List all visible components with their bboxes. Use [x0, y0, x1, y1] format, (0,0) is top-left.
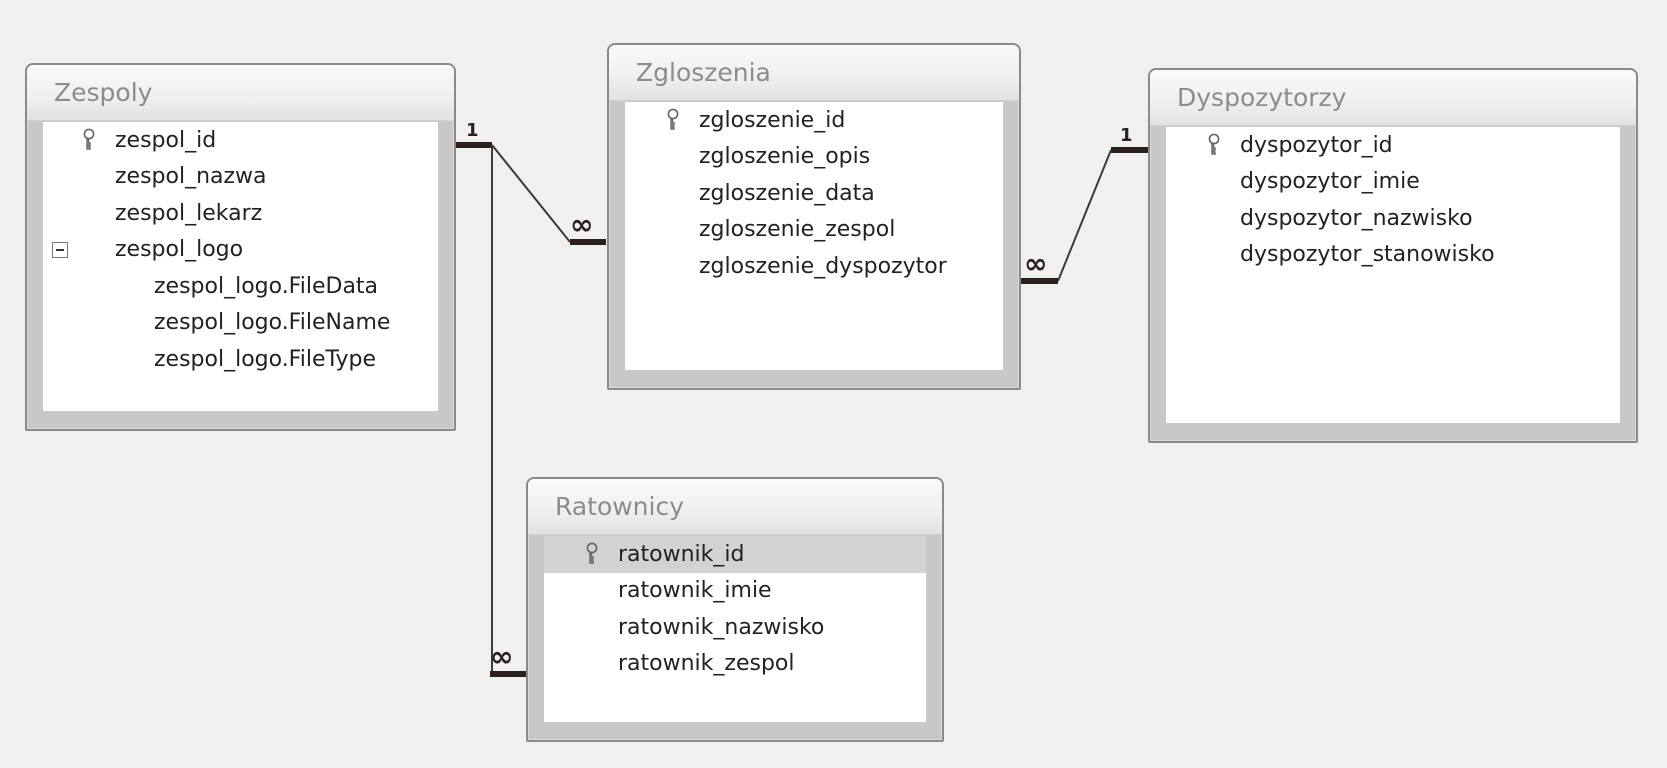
- field-row[interactable]: zespol_logo.FileName: [43, 305, 438, 342]
- field-row[interactable]: dyspozytor_nazwisko: [1166, 200, 1620, 237]
- field-row[interactable]: ratownik_imie: [544, 573, 926, 610]
- field-row[interactable]: ratownik_nazwisko: [544, 609, 926, 646]
- field-row[interactable]: dyspozytor_id: [1166, 127, 1620, 164]
- field-row[interactable]: zespol_id: [43, 122, 438, 159]
- table-zespoly[interactable]: Zespoly zespol_id zespol_nazwa zespol_le…: [25, 63, 456, 431]
- field-name: zgloszenie_zespol: [699, 217, 896, 243]
- field-name: zgloszenie_opis: [699, 144, 871, 170]
- field-name: ratownik_nazwisko: [618, 614, 825, 640]
- field-name: dyspozytor_nazwisko: [1240, 205, 1473, 231]
- relation-zespoly-zgloszenia[interactable]: 1 ∞: [455, 120, 606, 245]
- table-dyspozytorzy[interactable]: Dyspozytorzy dyspozytor_id dyspozytor_im…: [1148, 68, 1638, 443]
- field-name: zespol_logo: [115, 237, 244, 263]
- field-row[interactable]: dyspozytor_imie: [1166, 164, 1620, 201]
- table-title[interactable]: Zgloszenia: [609, 45, 1019, 101]
- relation-dyspozytorzy-zgloszenia[interactable]: 1 ∞: [1020, 125, 1148, 284]
- table-title[interactable]: Ratownicy: [528, 479, 942, 535]
- field-name: zespol_id: [115, 127, 217, 153]
- field-name: ratownik_zespol: [618, 651, 795, 677]
- field-name: zespol_logo.FileData: [154, 273, 379, 299]
- relation-zespoly-ratownicy[interactable]: ∞: [490, 145, 526, 677]
- relation-one-label: 1: [1120, 125, 1133, 146]
- field-name: zgloszenie_data: [699, 180, 875, 206]
- field-row[interactable]: zgloszenie_dyspozytor: [625, 248, 1003, 285]
- table-zgloszenia[interactable]: Zgloszenia zgloszenie_id zgloszenie_opis…: [607, 43, 1021, 390]
- field-name: dyspozytor_stanowisko: [1240, 242, 1495, 268]
- field-row[interactable]: zespol_logo.FileData: [43, 268, 438, 305]
- relation-many-label: ∞: [490, 640, 513, 673]
- field-name: zespol_logo.FileType: [154, 346, 377, 372]
- field-row[interactable]: ratownik_zespol: [544, 646, 926, 683]
- field-row[interactable]: zgloszenie_id: [625, 102, 1003, 139]
- field-name: zgloszenie_dyspozytor: [699, 253, 947, 279]
- field-name: dyspozytor_id: [1240, 132, 1393, 158]
- table-title[interactable]: Zespoly: [27, 65, 454, 121]
- field-row[interactable]: zgloszenie_opis: [625, 139, 1003, 176]
- field-row[interactable]: zgloszenie_zespol: [625, 212, 1003, 249]
- field-name: zespol_nazwa: [115, 164, 267, 190]
- field-list: ratownik_id ratownik_imie ratownik_nazwi…: [544, 536, 926, 722]
- table-title[interactable]: Dyspozytorzy: [1150, 70, 1636, 126]
- field-row[interactable]: zespol_nazwa: [43, 159, 438, 196]
- field-row[interactable]: zgloszenie_data: [625, 175, 1003, 212]
- field-name: dyspozytor_imie: [1240, 169, 1420, 195]
- field-name: zespol_logo.FileName: [154, 310, 391, 336]
- key-icon: [81, 128, 97, 152]
- table-ratownicy[interactable]: Ratownicy ratownik_id ratownik_imie rato…: [526, 477, 944, 742]
- collapse-icon[interactable]: [52, 241, 68, 258]
- field-name: zespol_lekarz: [115, 200, 263, 226]
- key-icon: [1206, 133, 1222, 157]
- key-icon: [584, 542, 600, 566]
- field-name: ratownik_id: [618, 541, 745, 567]
- relation-many-label: ∞: [570, 208, 593, 241]
- field-row[interactable]: dyspozytor_stanowisko: [1166, 237, 1620, 274]
- field-list: zespol_id zespol_nazwa zespol_lekarz zes…: [43, 122, 438, 411]
- field-name: zgloszenie_id: [699, 107, 846, 133]
- field-row[interactable]: zespol_logo.FileType: [43, 341, 438, 378]
- field-row[interactable]: zespol_logo: [43, 232, 438, 269]
- relation-many-label: ∞: [1024, 247, 1047, 280]
- field-row[interactable]: zespol_lekarz: [43, 195, 438, 232]
- relation-one-label: 1: [466, 120, 479, 141]
- field-row[interactable]: ratownik_id: [544, 536, 926, 573]
- field-list: dyspozytor_id dyspozytor_imie dyspozytor…: [1166, 127, 1620, 423]
- key-icon: [665, 108, 681, 132]
- field-list: zgloszenie_id zgloszenie_opis zgloszenie…: [625, 102, 1003, 370]
- field-name: ratownik_imie: [618, 578, 772, 604]
